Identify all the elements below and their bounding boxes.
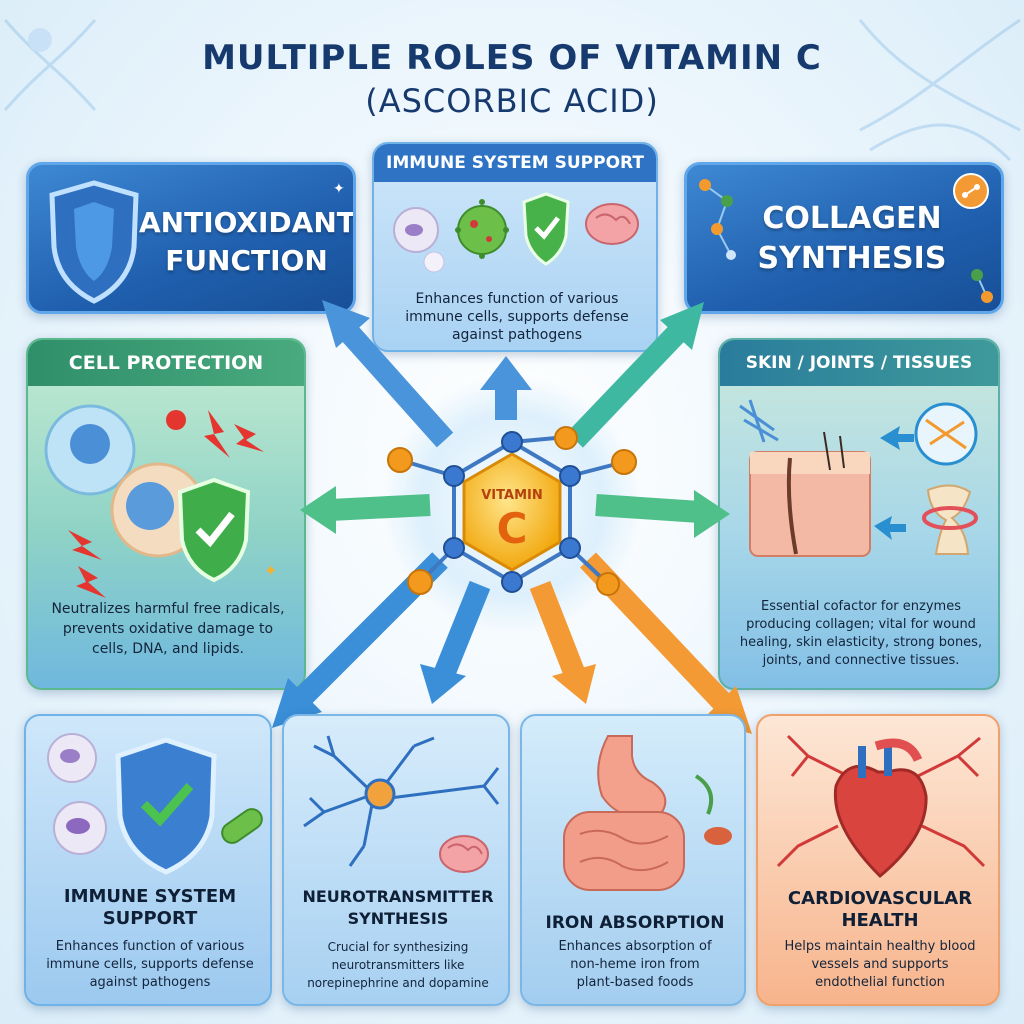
bacteria-icon [221, 808, 263, 844]
immune-top-desc-line1: Enhances function of various [415, 291, 619, 307]
immune-top-desc-line2: immune cells, supports defense [405, 309, 629, 325]
skin-desc-line2: producing collagen; vital for wound [746, 617, 976, 632]
collagen-label-line2: SYNTHESIS [757, 241, 947, 276]
page-subtitle: (ASCORBIC ACID) [365, 82, 659, 120]
collagen-fiber-icon [739, 399, 779, 443]
iron-desc-line1: Enhances absorption of [558, 939, 712, 954]
virus-icon [455, 199, 509, 259]
svg-text:✦: ✦ [333, 181, 345, 197]
white-blood-cell-icon [393, 207, 445, 273]
immune-top-illustration [393, 192, 639, 273]
intestine-icon [563, 811, 685, 891]
cardio-desc-line2: vessels and supports [811, 957, 949, 972]
cardio-desc-line1: Helps maintain healthy blood [784, 939, 976, 954]
iron-title-line1: IRON ABSORPTION [545, 913, 725, 933]
iron-absorption-card: IRON ABSORPTION Enhances absorption of n… [520, 714, 746, 1006]
blood-vessel-icon [776, 734, 986, 868]
immune-top-desc-line3: against pathogens [451, 327, 583, 343]
cell-protection-heading: CELL PROTECTION [28, 340, 304, 386]
immune-bottom-desc-line3: against pathogens [89, 975, 211, 990]
skin-illustration [739, 399, 978, 557]
cardio-title-line1: CARDIOVASCULAR [787, 888, 973, 909]
brain-icon [439, 835, 489, 873]
immune-bottom-desc-line2: immune cells, supports defense [46, 957, 254, 972]
antioxidant-function-card: ✦ ANTIOXIDANT FUNCTION [26, 162, 356, 314]
neuro-desc-line3: norepinephrine and dopamine [307, 976, 489, 990]
neuro-title-line1: NEUROTRANSMITTER [302, 887, 494, 906]
cardiovascular-card: CARDIOVASCULAR HEALTH Helps maintain hea… [756, 714, 1000, 1006]
cardio-title-line2: HEALTH [841, 910, 919, 931]
arrow-to-immune-top [480, 356, 532, 420]
neuron-illustration [303, 735, 500, 873]
collagen-label-line1: COLLAGEN [762, 201, 942, 236]
digestive-illustration [563, 735, 732, 891]
arrow-to-neuro [420, 580, 491, 704]
blue-shield-check-icon [115, 737, 217, 875]
skin-desc-line1: Essential cofactor for enzymes [761, 599, 961, 614]
neuro-desc-line2: neurotransmitters like [331, 958, 465, 972]
neuro-title-line2: SYNTHESIS [347, 909, 449, 928]
neurotransmitter-card: NEUROTRANSMITTER SYNTHESIS Crucial for s… [282, 714, 510, 1006]
cell-protection-card: CELL PROTECTION ✦ Neutralizes harmful f [26, 338, 306, 690]
green-arrow-icon [694, 774, 713, 815]
green-shield-check-icon [522, 192, 570, 266]
joint-icon [922, 484, 978, 555]
iron-desc-line3: plant-based foods [576, 975, 694, 990]
skin-desc-line3: healing, skin elasticity, strong bones, [739, 635, 983, 650]
cell-icon [44, 404, 206, 558]
immune-top-heading: IMMUNE SYSTEM SUPPORT [374, 144, 656, 182]
cell-protection-desc-line1: Neutralizes harmful free radicals, [51, 601, 285, 617]
heart-illustration [776, 734, 986, 879]
immune-bottom-title-line1: IMMUNE SYSTEM [63, 886, 237, 907]
immune-bottom-illustration [47, 733, 263, 875]
skin-desc-line4: joints, and connective tissues. [762, 653, 960, 668]
vitamin-c-molecule-icon [387, 426, 637, 596]
molecule-chain-icon [699, 173, 993, 303]
immune-support-bottom-card: IMMUNE SYSTEM SUPPORT Enhances function … [24, 714, 272, 1006]
antioxidant-label-line1: ANTIOXIDANT [139, 206, 356, 239]
badge-molecule-icon [953, 173, 989, 209]
brain-icon [585, 203, 639, 245]
dna-helix-right-icon [858, 18, 1021, 162]
collagen-synthesis-card: COLLAGEN SYNTHESIS [684, 162, 1004, 314]
heart-icon [833, 738, 928, 879]
cell-protection-desc-line2: prevents oxidative damage to [62, 621, 274, 637]
skin-joints-tissues-card: SKIN / JOINTS / TISSUES [718, 338, 1000, 690]
neuron-body-icon [364, 778, 396, 810]
cardio-desc-line3: endothelial function [815, 975, 945, 990]
white-blood-cell-icon [47, 733, 107, 855]
immune-bottom-desc-line1: Enhances function of various [55, 939, 245, 954]
arrow-icon [874, 426, 914, 540]
cell-protection-desc-line3: cells, DNA, and lipids. [92, 641, 244, 657]
arrow-to-iron [529, 580, 596, 704]
iron-desc-line2: non-heme iron from [570, 957, 700, 972]
shield-icon: ✦ [49, 180, 345, 304]
arrow-to-skin [595, 490, 730, 538]
neuro-desc-line1: Crucial for synthesizing [327, 940, 469, 954]
immune-bottom-title-line2: SUPPORT [102, 908, 198, 929]
vitamin-c-letter: C [496, 504, 528, 553]
iron-particle-icon [704, 827, 732, 845]
dna-helix-left-icon [3, 19, 97, 111]
immune-support-top-card: IMMUNE SYSTEM SUPPORT [372, 142, 658, 352]
vitamin-label: VITAMIN [481, 488, 543, 503]
page-title: MULTIPLE ROLES OF VITAMIN C [202, 38, 822, 78]
cell-protection-illustration: ✦ [44, 404, 277, 598]
skin-layer-icon [749, 431, 871, 557]
skin-heading: SKIN / JOINTS / TISSUES [720, 340, 998, 386]
antioxidant-label-line2: FUNCTION [165, 244, 328, 277]
arrow-to-collagen [567, 302, 704, 448]
sparkle-icon: ✦ [264, 561, 277, 580]
arrow-to-cell-protection [300, 486, 431, 534]
collagen-zoom-icon [914, 402, 978, 466]
stomach-icon [597, 735, 667, 818]
arrow-to-antioxidant [322, 300, 454, 448]
free-radical-icon [68, 410, 264, 598]
green-shield-check-icon [177, 477, 251, 583]
